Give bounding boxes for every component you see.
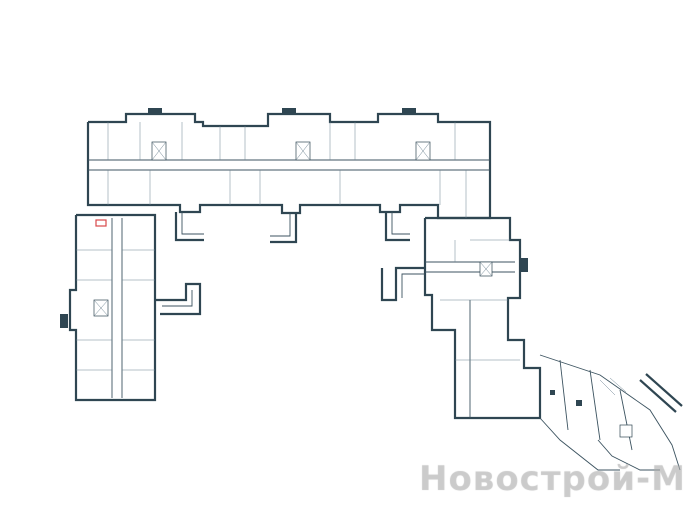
apartment-partitions — [76, 122, 520, 371]
north-wing — [86, 108, 492, 244]
southeast-fan-section — [539, 354, 683, 471]
west-wing — [60, 213, 202, 402]
east-wing — [380, 216, 542, 420]
